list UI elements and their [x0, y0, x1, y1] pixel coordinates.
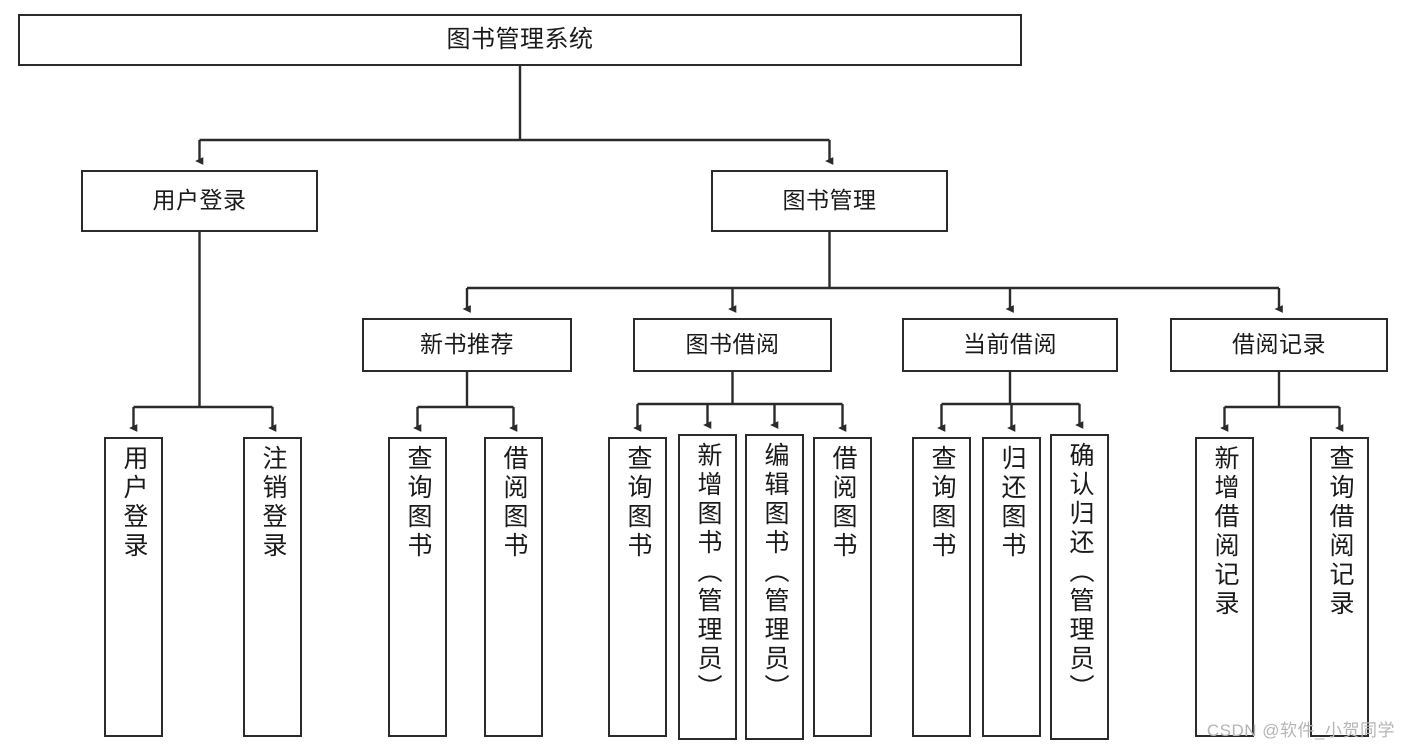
- node-label: 图书管理: [782, 187, 877, 214]
- node-label: 新增借阅记录: [1211, 445, 1239, 619]
- node-leaf7[interactable]: 编辑图书（管理员）: [745, 434, 804, 740]
- node-current[interactable]: 当前借阅: [902, 318, 1118, 372]
- node-label: 用户登录: [152, 187, 247, 214]
- node-leaf1[interactable]: 用户登录: [104, 437, 163, 737]
- node-label: 用户登录: [120, 445, 148, 561]
- node-label: 注销登录: [259, 445, 287, 561]
- node-borrow[interactable]: 图书借阅: [633, 318, 832, 372]
- node-label: 归还图书: [998, 445, 1026, 561]
- node-label: 借阅记录: [1232, 331, 1326, 358]
- node-bookmgmt[interactable]: 图书管理: [711, 170, 948, 232]
- node-label: 图书管理系统: [446, 25, 594, 53]
- node-label: 新书推荐: [420, 331, 514, 358]
- node-leaf8[interactable]: 借阅图书: [813, 437, 872, 737]
- node-label: 当前借阅: [963, 331, 1057, 358]
- node-leaf2[interactable]: 注销登录: [243, 437, 302, 737]
- node-leaf11[interactable]: 确认归还（管理员）: [1050, 434, 1109, 740]
- node-label: 查询图书: [624, 445, 652, 561]
- node-leaf10[interactable]: 归还图书: [982, 437, 1041, 737]
- node-label: 查询图书: [928, 445, 956, 561]
- node-leaf4[interactable]: 借阅图书: [484, 437, 543, 737]
- node-root[interactable]: 图书管理系统: [18, 14, 1022, 66]
- node-leaf9[interactable]: 查询图书: [912, 437, 971, 737]
- node-label: 图书借阅: [685, 331, 780, 358]
- node-label: 确认归还（管理员）: [1066, 442, 1094, 703]
- node-leaf3[interactable]: 查询图书: [388, 437, 447, 737]
- node-newbook[interactable]: 新书推荐: [362, 318, 572, 372]
- connector-paths: [129, 66, 1344, 432]
- node-login[interactable]: 用户登录: [81, 170, 318, 232]
- node-label: 借阅图书: [500, 445, 528, 561]
- node-label: 借阅图书: [829, 445, 857, 561]
- node-records[interactable]: 借阅记录: [1170, 318, 1388, 372]
- node-label: 新增图书（管理员）: [694, 442, 722, 703]
- node-label: 查询借阅记录: [1326, 445, 1354, 619]
- node-leaf5[interactable]: 查询图书: [608, 437, 667, 737]
- node-label: 编辑图书（管理员）: [761, 442, 789, 703]
- node-label: 查询图书: [404, 445, 432, 561]
- node-leaf13[interactable]: 查询借阅记录: [1310, 437, 1369, 737]
- node-leaf12[interactable]: 新增借阅记录: [1195, 437, 1254, 737]
- node-leaf6[interactable]: 新增图书（管理员）: [678, 434, 737, 740]
